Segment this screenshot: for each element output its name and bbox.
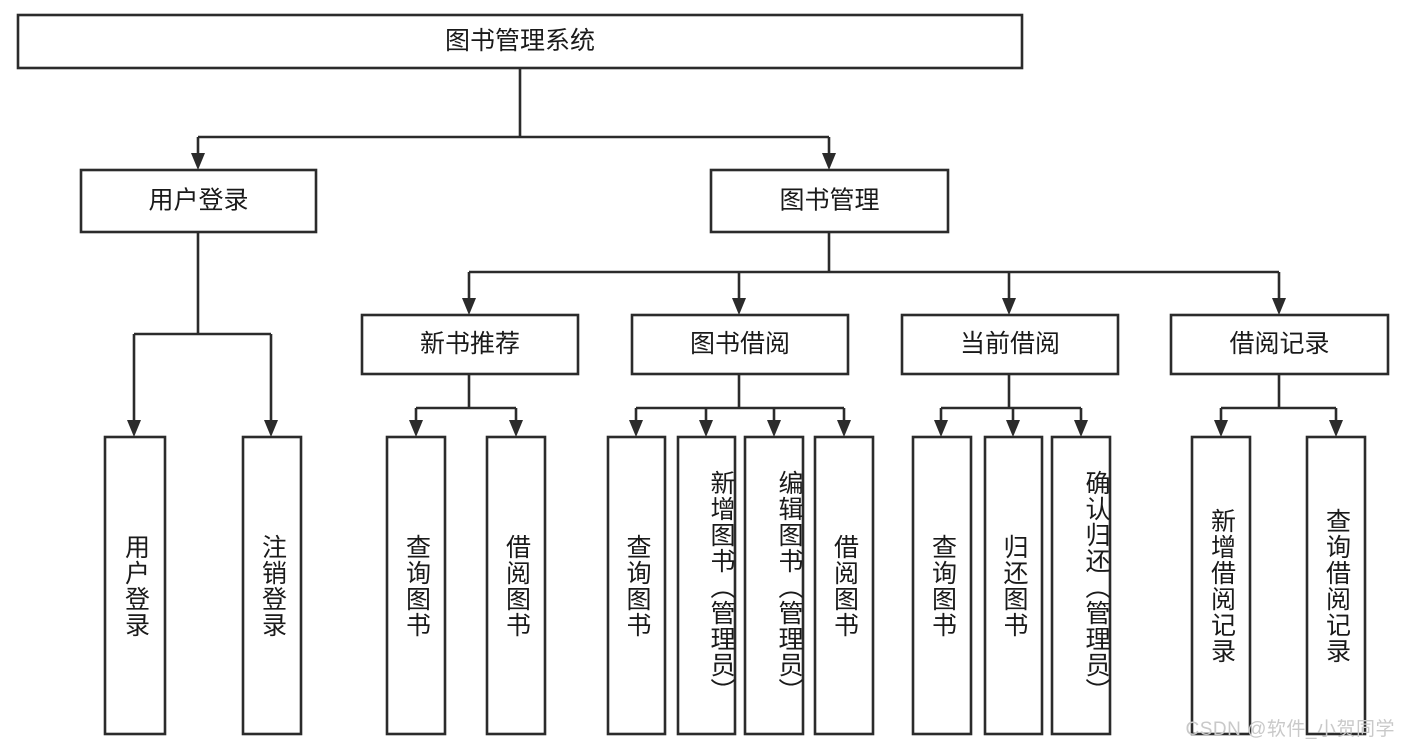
level3-node-book-borrow-box[interactable]	[630, 313, 850, 376]
arrow-head-book-borrow-to-leaves-2	[767, 420, 781, 437]
arrow-head-current-borrow-to-leaves-0	[934, 420, 948, 437]
arrow-head-book-borrow-to-leaves-0	[629, 420, 643, 437]
leaf-node-leaf-query-book-current-box[interactable]	[911, 435, 973, 736]
node-label-book-borrow: 图书借阅	[690, 330, 790, 358]
leaf-node-leaf-add-borrow-record-box[interactable]	[1190, 435, 1252, 736]
leaf-node-leaf-add-book-box[interactable]	[676, 435, 737, 736]
arrow-head-root-to-level2-0	[191, 153, 205, 170]
leaf-node-leaf-logout-box[interactable]	[241, 435, 303, 736]
arrow-head-book-management-to-level3-2	[1002, 298, 1016, 315]
leaf-node-leaf-confirm-return-box[interactable]	[1050, 435, 1112, 736]
level3-node-current-borrow-box[interactable]	[900, 313, 1120, 376]
root-node-label: 图书管理系统	[445, 27, 595, 55]
arrow-head-new-book-to-leaves-0	[409, 420, 423, 437]
node-label-book-management: 图书管理	[779, 187, 879, 215]
leaf-node-leaf-query-book-rec-box[interactable]	[385, 435, 447, 736]
arrow-head-book-borrow-to-leaves-3	[837, 420, 851, 437]
level2-node-user-login-box[interactable]	[79, 168, 318, 234]
connector-layer	[127, 68, 1343, 437]
arrow-head-borrow-record-to-leaves-1	[1329, 420, 1343, 437]
node-label-current-borrow: 当前借阅	[960, 330, 1060, 358]
leaf-node-leaf-return-book-box[interactable]	[983, 435, 1044, 736]
leaf-node-leaf-borrow-book-rec-box[interactable]	[485, 435, 547, 736]
node-label-borrow-record: 借阅记录	[1229, 330, 1329, 358]
level3-node-borrow-record-box[interactable]	[1169, 313, 1390, 376]
box-layer	[16, 13, 1390, 736]
leaf-node-leaf-user-login-box[interactable]	[103, 435, 167, 736]
node-label-new-book-recommend: 新书推荐	[420, 330, 520, 358]
arrow-head-current-borrow-to-leaves-1	[1006, 420, 1020, 437]
arrow-head-book-management-to-level3-0	[462, 298, 476, 315]
watermark-text: CSDN @软件_小贺同学	[1185, 719, 1395, 740]
leaf-node-leaf-query-borrow-record-box[interactable]	[1305, 435, 1367, 736]
arrow-head-borrow-record-to-leaves-0	[1214, 420, 1228, 437]
arrow-head-book-management-to-level3-1	[732, 298, 746, 315]
arrow-head-root-to-level2-1	[822, 153, 836, 170]
arrow-head-book-borrow-to-leaves-1	[699, 420, 713, 437]
arrow-head-user-login-to-leaves-0	[127, 420, 141, 437]
node-label-user-login: 用户登录	[148, 187, 248, 215]
leaf-node-leaf-edit-book-box[interactable]	[743, 435, 805, 736]
arrow-head-book-management-to-level3-3	[1272, 298, 1286, 315]
root-node-box[interactable]	[16, 13, 1024, 70]
level3-node-new-book-recommend-box[interactable]	[360, 313, 580, 376]
arrow-head-new-book-to-leaves-1	[509, 420, 523, 437]
arrow-head-current-borrow-to-leaves-2	[1074, 420, 1088, 437]
level2-node-book-management-box[interactable]	[709, 168, 950, 234]
leaf-node-leaf-borrow-book-box[interactable]	[813, 435, 875, 736]
leaf-node-leaf-query-book-borrow-box[interactable]	[606, 435, 667, 736]
arrow-head-user-login-to-leaves-1	[264, 420, 278, 437]
